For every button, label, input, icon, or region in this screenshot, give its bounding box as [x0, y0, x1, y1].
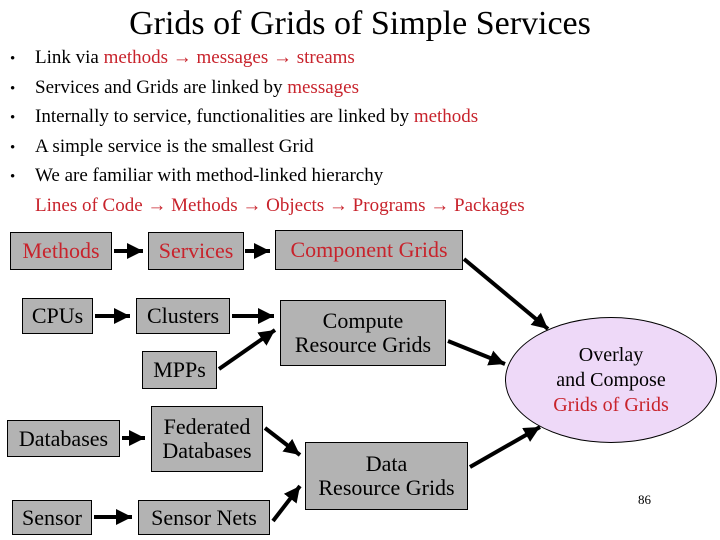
diagram-ellipse-overlay-compose: Overlay and Compose Grids of Grids: [505, 317, 717, 443]
diagram-box-mpps: MPPs: [142, 351, 217, 389]
bullet-text-black: Link via: [35, 47, 104, 68]
hierarchy-line: Lines of Code → Methods → Objects → Prog…: [35, 194, 525, 216]
bullet-item: • Internally to service, functionalities…: [10, 103, 710, 133]
bullet-text-black: Services and Grids are linked by: [35, 76, 288, 98]
bullet-text-black: A simple service is the smallest Grid: [35, 135, 314, 157]
bullet-text-black: We are familiar with method-linked hiera…: [35, 165, 384, 186]
bullet-text: Internally to service, functionalities a…: [35, 103, 478, 132]
bullet-marker: •: [10, 110, 16, 126]
bullet-text-red: methods: [413, 106, 479, 127]
bullet-item: • A simple service is the smallest Grid: [10, 133, 710, 163]
diagram-box-sensor-nets: Sensor Nets: [138, 500, 270, 535]
box-label: Sensor: [22, 504, 82, 530]
diagram-box-sensor: Sensor: [12, 500, 92, 535]
diagram-box-databases: Databases: [7, 420, 120, 457]
diagram-box-cpus: CPUs: [22, 298, 93, 334]
box-label-line1: Compute: [322, 308, 404, 333]
arrow-data-to-overlay: [469, 425, 541, 469]
diagram-box-clusters: Clusters: [136, 298, 230, 334]
bullet-text-red: methods → messages → streams: [103, 47, 355, 68]
box-label: Clusters: [146, 303, 220, 328]
bullet-marker: •: [10, 139, 16, 156]
box-label-line2: Databases: [162, 438, 252, 463]
diagram-box-compute-resource-grids: Compute Resource Grids: [280, 300, 446, 366]
ellipse-label-line1: Overlay: [578, 343, 644, 366]
bullet-item: • We are familiar with method-linked hie…: [10, 162, 710, 192]
box-label: Sensor Nets: [151, 504, 257, 530]
bullet-text: Link via methods → messages → streams: [35, 44, 355, 73]
box-label-line1: Data: [365, 451, 408, 476]
ellipse-label-line2: and Compose: [556, 368, 666, 391]
bullet-list: • Link via methods → messages → streams …: [10, 44, 710, 220]
arrow-component-grids-to-overlay: [462, 257, 550, 331]
box-label-line2: Resource Grids: [294, 332, 432, 357]
box-label: CPUs: [31, 303, 84, 328]
bullet-text: A simple service is the smallest Grid: [35, 133, 314, 162]
diagram-box-services: Services: [148, 232, 244, 270]
arrow-compute-to-overlay: [447, 339, 506, 366]
bullet-marker: •: [10, 80, 16, 97]
bullet-marker: •: [10, 51, 16, 67]
slide-page-number: 86: [638, 492, 651, 507]
ellipse-label-line3: Grids of Grids: [553, 393, 669, 416]
diagram-box-federated-databases: Federated Databases: [151, 406, 263, 472]
slide-title: Grids of Grids of Simple Services: [129, 5, 591, 42]
diagram-box-methods: Methods: [10, 232, 112, 270]
arrow-federated-to-data: [263, 426, 302, 457]
bullet-text: We are familiar with method-linked hiera…: [35, 162, 383, 191]
bullet-text-red: messages: [287, 76, 359, 98]
bullet-item: • Services and Grids are linked by messa…: [10, 74, 710, 104]
bullet-text-black: Internally to service, functionalities a…: [35, 106, 414, 127]
box-label: Databases: [18, 425, 109, 451]
box-label-line2: Resource Grids: [318, 475, 455, 500]
box-label-line1: Federated: [163, 414, 251, 439]
diagram-box-component-grids: Component Grids: [275, 230, 463, 270]
bullet-marker: •: [10, 169, 16, 185]
bullet-text: Services and Grids are linked by message…: [35, 74, 359, 103]
box-label: Component Grids: [290, 237, 448, 262]
box-label: Services: [158, 238, 234, 263]
arrow-mpps-to-compute: [217, 328, 277, 371]
diagram-box-data-resource-grids: Data Resource Grids: [305, 442, 468, 510]
box-label: MPPs: [153, 357, 206, 382]
bullet-item: • Link via methods → messages → streams: [10, 44, 710, 74]
arrow-sensor-nets-to-data: [271, 484, 302, 523]
box-label: Methods: [22, 238, 100, 263]
